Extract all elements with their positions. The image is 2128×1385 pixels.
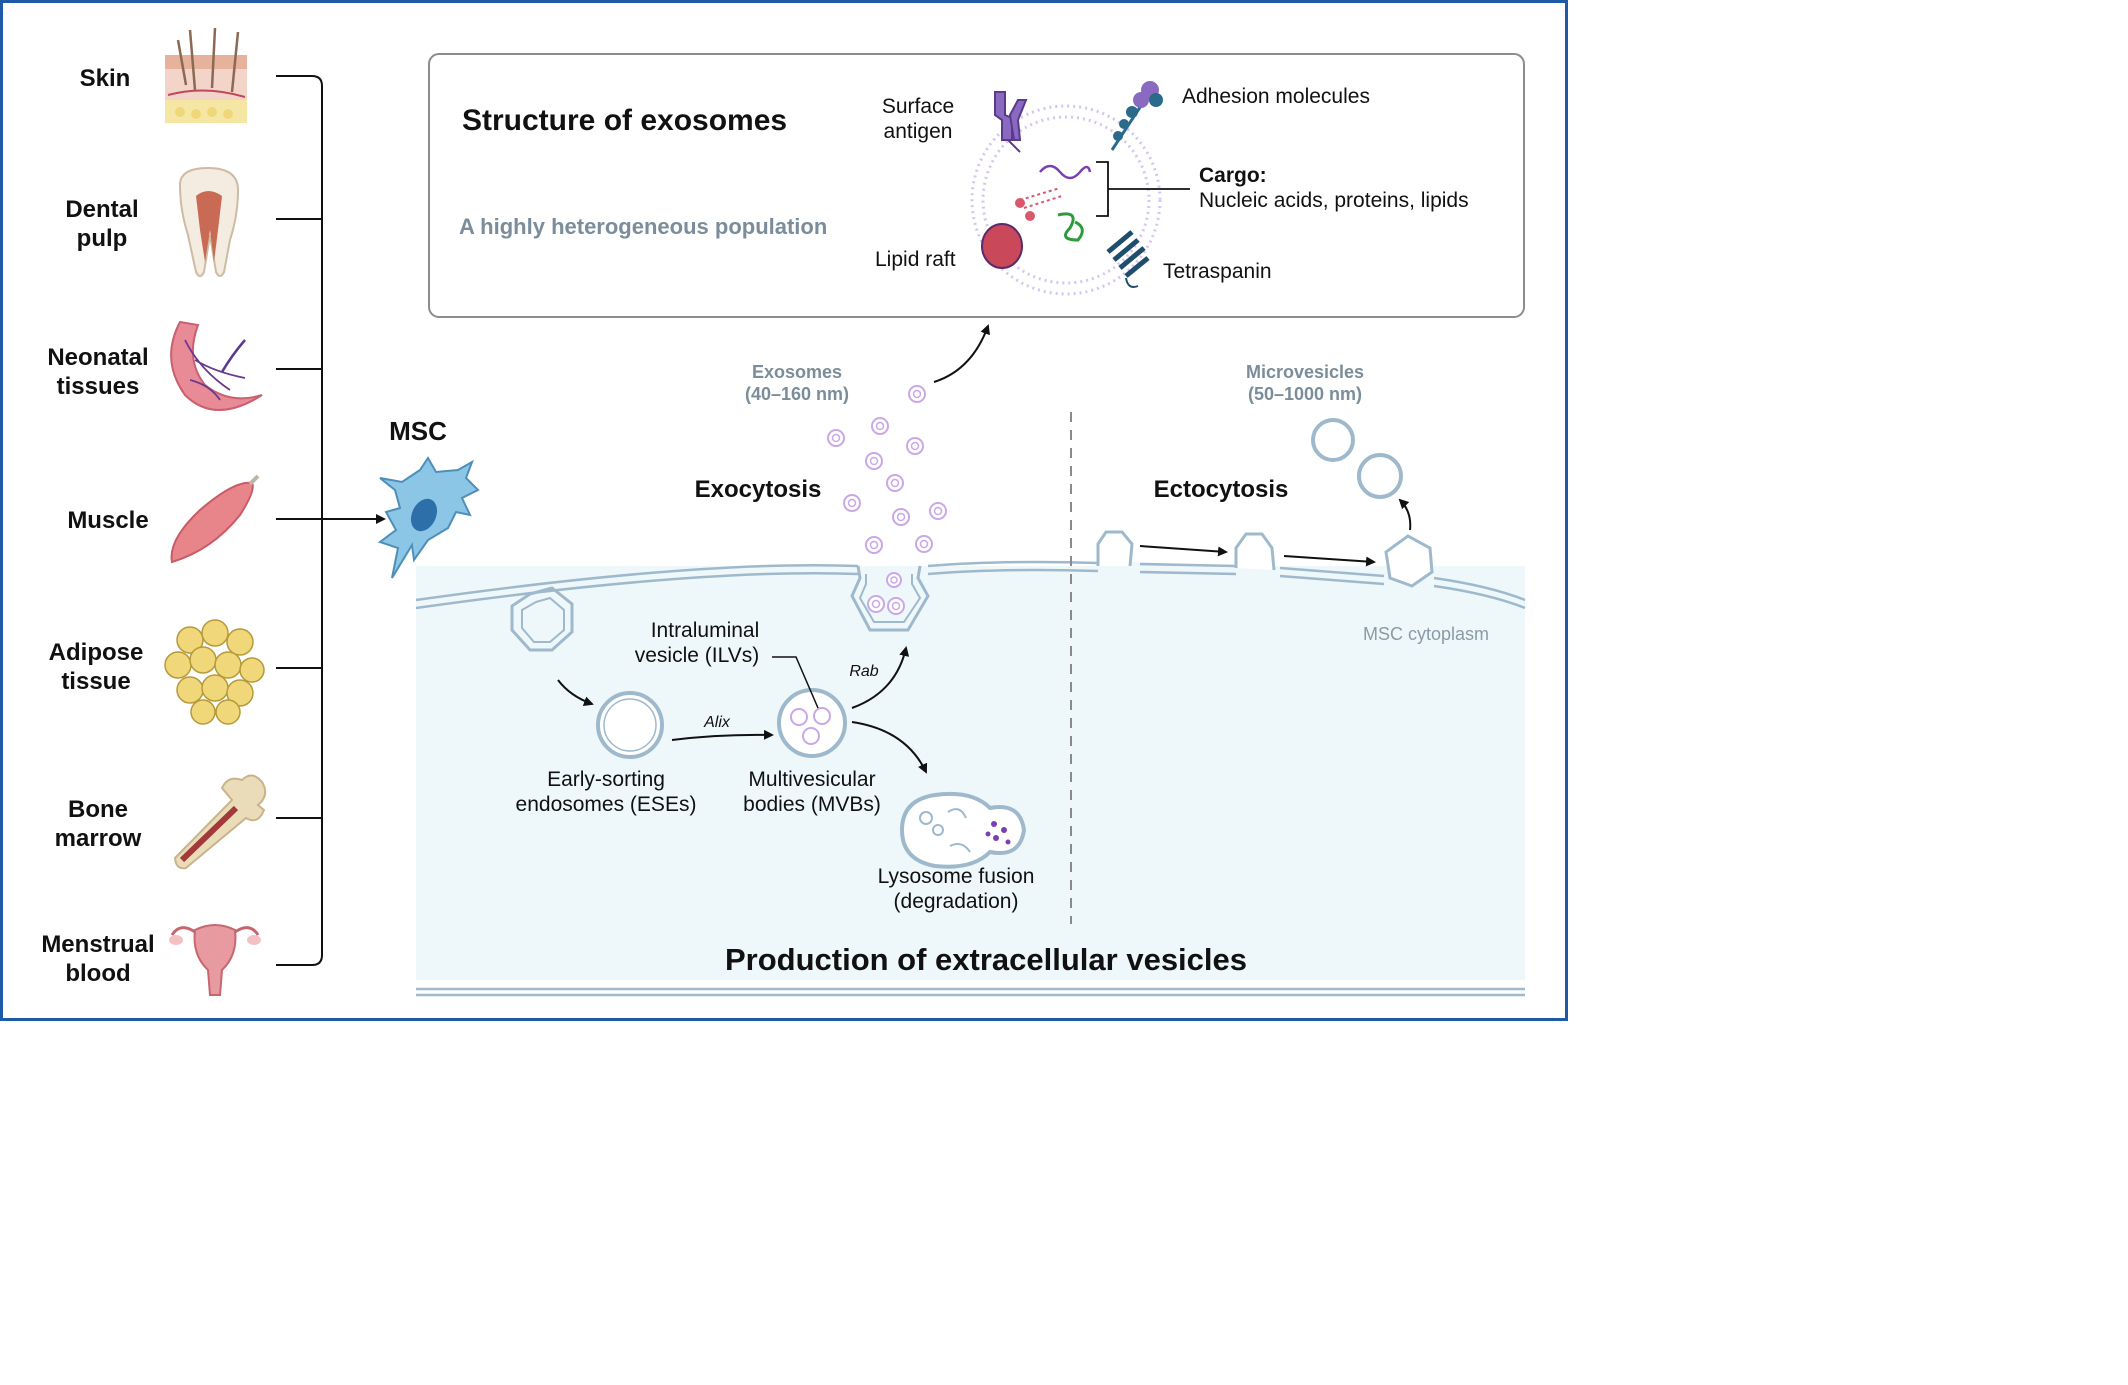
arrow-mvb-to-lysosome [851,721,928,774]
lipid-raft-label: Lipid raft [875,248,956,271]
ese-icon [596,691,664,759]
mvb-label-line2: bodies (MVBs) [743,793,881,816]
ectocytosis-buds [1096,530,1434,588]
arrow-mvb-to-exocytosis [851,646,910,709]
released-exosomes [827,385,947,615]
bud-3 [1384,534,1434,588]
bone-icon [173,774,267,870]
tissue-sources-panel: Skin Dental pulp Neonatal tissues [41,27,386,996]
adipose-label-line1: Adipose [49,639,144,666]
bone-marrow-label-line1: Bone [68,796,128,823]
source-menstrual: Menstrual blood [41,924,261,996]
skin-label: Skin [80,65,131,92]
cargo-title: Cargo: [1199,164,1267,187]
ese-label-line2: endosomes (ESEs) [516,793,697,816]
alix-label: Alix [703,714,731,731]
source-muscle: Muscle [67,474,260,564]
neonatal-label-line2: tissues [57,373,140,400]
adhesion-label: Adhesion molecules [1182,85,1370,108]
protein-icon [1057,212,1084,242]
surface-antigen-label-line2: antigen [884,120,953,143]
placenta-icon [170,320,263,411]
source-adipose: Adipose tissue [49,619,265,725]
msc-cell: MSC [377,416,480,579]
arrow-ectocytosis-1 [1139,545,1228,557]
tetraspanin-label: Tetraspanin [1163,260,1272,283]
nucleus-icon [410,498,438,532]
neonatal-label-line1: Neonatal [47,344,148,371]
mvb-label-line1: Multivesicular [748,768,875,791]
source-skin: Skin [80,27,247,123]
lipid-raft-icon [981,223,1023,269]
tooth-icon [178,166,240,277]
exocytosis-pocket-icon [850,565,930,632]
lysosome-label-line1: Lysosome fusion [878,865,1035,888]
arrow-to-structure [933,324,990,383]
source-dental-pulp: Dental pulp [65,166,240,277]
cytoplasm-area [416,566,1525,980]
exocytosis-label: Exocytosis [695,476,822,503]
ilv-pointer [772,656,819,709]
mvb-icon [777,688,847,758]
sources-bracket [276,75,386,966]
cargo-bracket [1096,161,1190,217]
membrane-mid [927,560,1099,576]
membrane-right [1139,562,1526,610]
membrane-left [415,563,859,610]
microvesicles-size-line2: (50–1000 nm) [1248,384,1362,404]
ectocytosis-label: Ectocytosis [1154,476,1289,503]
rna-icon [1019,187,1063,209]
microvesicles [1311,418,1403,499]
uterus-icon [169,924,261,996]
bud-1 [1096,530,1134,567]
surface-antigen-icon [994,91,1028,153]
exosomes-size-line1: Exosomes [752,362,842,382]
endocytic-vesicle-icon [510,586,574,652]
adipose-icon [164,619,265,725]
dna-icon [1039,164,1092,180]
dental-pulp-label-line2: pulp [77,225,128,252]
figure: Skin Dental pulp Neonatal tissues [0,0,1568,1021]
tetraspanin-icon [1106,230,1150,288]
source-bone-marrow: Bone marrow [55,774,267,870]
cargo-items: Nucleic acids, proteins, lipids [1199,189,1469,212]
ilv-label-line1: Intraluminal [651,619,760,642]
menstrual-label-line1: Menstrual [41,931,154,958]
lysosome-label-line2: (degradation) [894,890,1019,913]
pathway-arrows [557,324,1412,774]
surface-antigen-label-line1: Surface [882,95,954,118]
muscle-icon [170,474,260,564]
source-neonatal: Neonatal tissues [47,320,263,411]
skin-icon [165,27,247,123]
diagram-canvas: Skin Dental pulp Neonatal tissues [0,0,1568,1021]
ese-label-line1: Early-sorting [547,768,665,791]
released-exosomes-inner [831,389,943,611]
rab-label: Rab [849,663,878,680]
bud-2 [1234,532,1276,571]
arrow-to-ese [557,679,594,706]
cell-region: MSC cytoplasm [415,412,1526,997]
cytoplasm-label: MSC cytoplasm [1363,624,1489,644]
adhesion-molecule-icon [1110,81,1163,151]
structure-title: Structure of exosomes [462,104,787,137]
bone-marrow-label-line2: marrow [55,825,142,852]
structure-subtitle: A highly heterogeneous population [459,214,827,239]
exosomes-size-line2: (40–160 nm) [745,384,849,404]
production-title: Production of extracellular vesicles [725,942,1247,977]
menstrual-label-line2: blood [65,960,130,987]
muscle-label: Muscle [67,507,148,534]
structure-panel: Structure of exosomes A highly heterogen… [428,53,1525,318]
ilv-label-line2: vesicle (ILVs) [635,644,759,667]
arrow-release-microvesicle [1398,498,1412,531]
lysosome-icon [899,791,1027,869]
arrow-ectocytosis-2 [1283,555,1376,567]
arrow-ese-to-mvb [671,729,774,741]
adipose-label-line2: tissue [61,668,130,695]
microvesicles-size-line1: Microvesicles [1246,362,1364,382]
msc-label: MSC [389,416,447,446]
dental-pulp-label-line1: Dental [65,196,138,223]
